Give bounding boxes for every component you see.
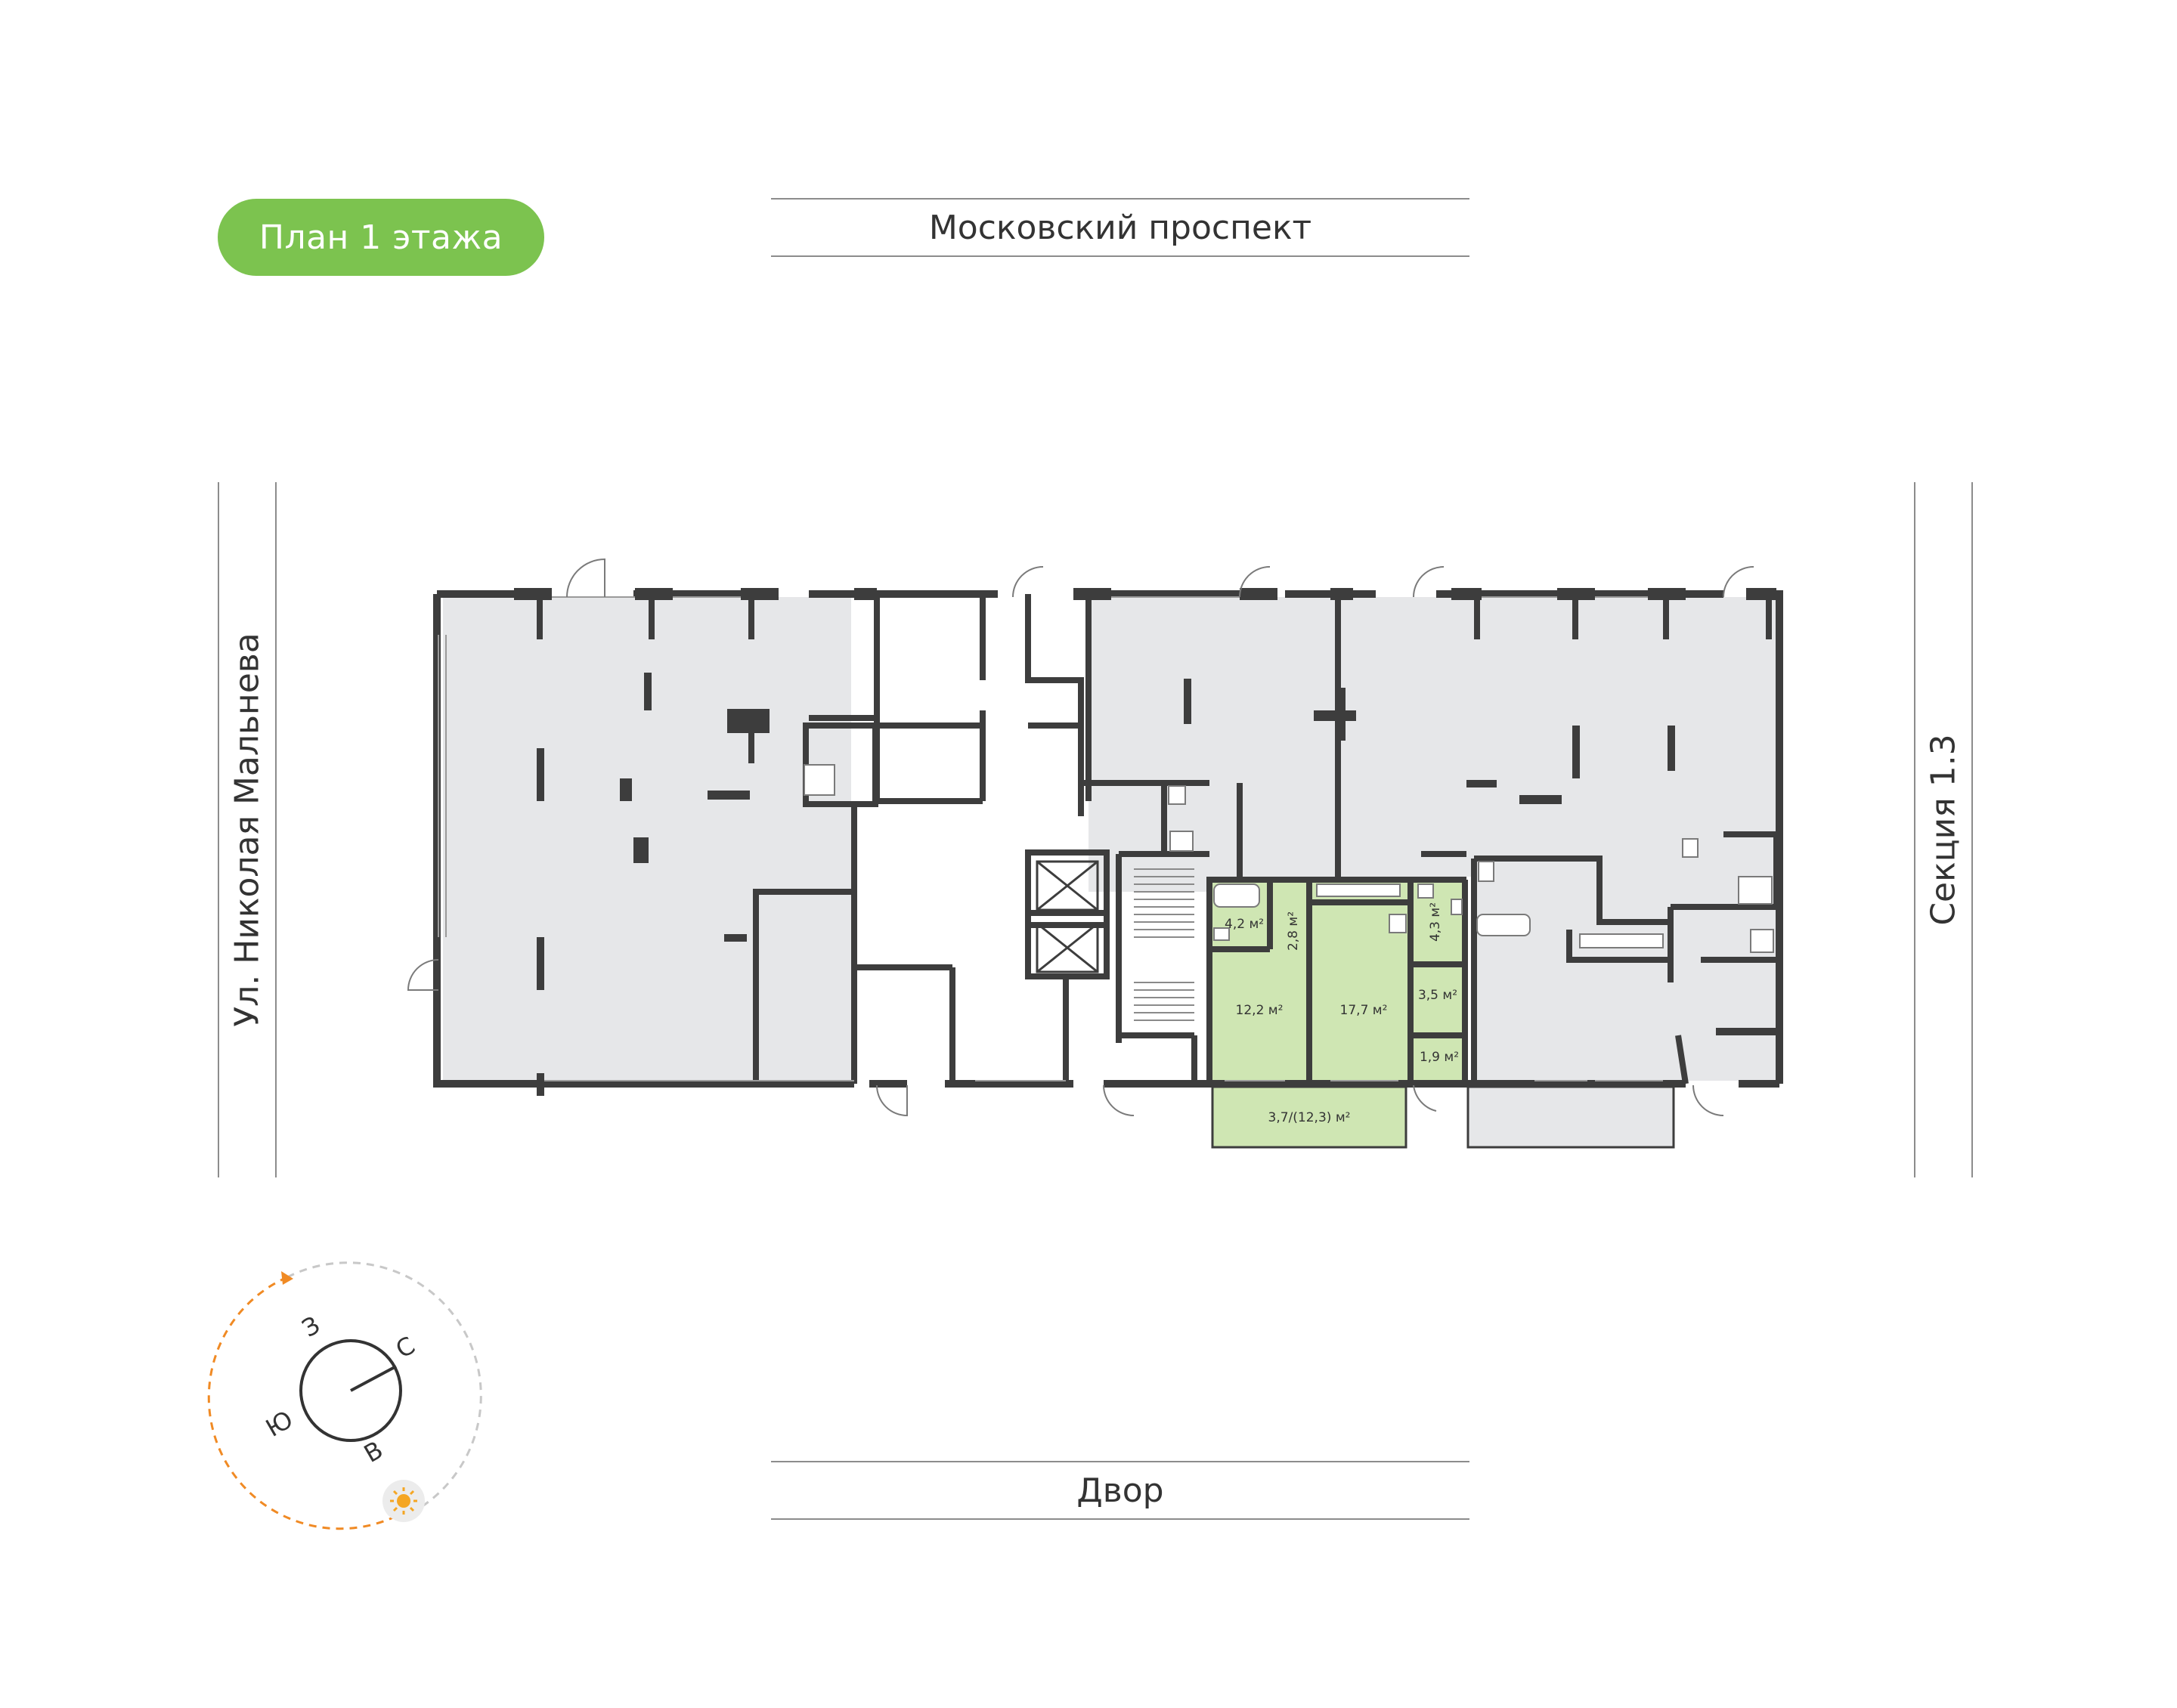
elevators (1036, 860, 1099, 973)
room-area-hall-small: 2,8 м² (1286, 911, 1301, 951)
terrace-right (1466, 1085, 1675, 1149)
floor-plan-badge: План 1 этажа (218, 199, 544, 276)
stairs (1134, 868, 1194, 1021)
street-bottom-text: Двор (1076, 1471, 1164, 1510)
compass-east: В (359, 1435, 388, 1468)
compass-west: З (297, 1310, 325, 1343)
section-right-label: Секция 1.3 (1914, 482, 1973, 1177)
terrace-left-apartment (1211, 1085, 1407, 1149)
sun-path-dashed (286, 1261, 482, 1516)
room-area-living: 17,7 м² (1340, 1003, 1388, 1018)
room-area-terrace: 3,7/(12,3) м² (1268, 1110, 1351, 1125)
sun-path-arrow-icon (281, 1271, 293, 1285)
room-area-bedroom: 12,2 м² (1236, 1003, 1284, 1018)
compass-north: С (391, 1331, 420, 1364)
compass: З С Ю В (207, 1261, 482, 1530)
fixtures (804, 764, 1774, 953)
interior-walls (753, 594, 1779, 1085)
columns (514, 588, 1776, 1096)
room-area-storage: 1,9 м² (1420, 1050, 1459, 1065)
sun-path-orange (207, 1276, 394, 1530)
compass-south: Ю (261, 1405, 298, 1443)
street-left-label: Ул. Николая Мальнева (218, 482, 277, 1177)
compass-needle (350, 1365, 397, 1392)
street-bottom-label: Двор (771, 1461, 1469, 1520)
street-top-label: Московский проспект (771, 198, 1469, 257)
room-area-corridor: 4,3 м² (1428, 902, 1443, 942)
room-area-bath: 4,2 м² (1225, 917, 1264, 932)
room-area-wc: 3,5 м² (1418, 988, 1457, 1003)
doors (407, 558, 1754, 1117)
street-top-text: Московский проспект (928, 208, 1312, 247)
sun-icon (390, 1487, 417, 1515)
compass-ring (299, 1339, 402, 1442)
windows (438, 596, 1663, 1081)
